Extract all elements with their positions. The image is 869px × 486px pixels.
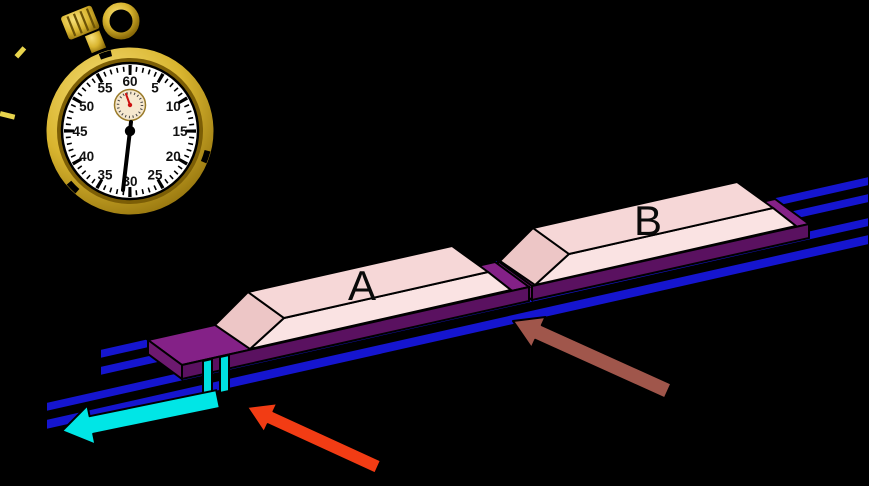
junction-pointer-arrow [512,316,673,400]
stopwatch-subdial [113,88,147,122]
crown-ridge [66,16,77,37]
dial-number: 15 [172,124,188,139]
block-b-top-face [530,180,776,256]
dial-number: 25 [147,167,163,182]
dial-number: 50 [79,99,94,114]
block-a: A [213,244,514,351]
loop-ring-inner-edge [110,10,132,32]
timing-flags [202,353,230,399]
dial-number: 10 [166,99,181,114]
dial-number: 60 [122,74,137,89]
dial-number: 40 [79,149,94,164]
cart-a-pointer-arrow [246,402,382,475]
dial-number: 55 [97,81,113,96]
subdial-ticks [116,91,144,119]
cart-a-side-face [147,338,183,381]
stopwatch-hand-hub [124,125,136,137]
crown-ridge [85,8,96,29]
major-ticks [64,65,196,197]
bezel-ring [57,58,203,204]
crown-ridge [79,10,90,32]
subdial-hub [127,102,133,108]
glint-left [0,111,16,120]
glint-top [14,46,27,59]
velocity-arrow [61,389,221,446]
block-b-label: B [634,197,662,244]
timing-flag-2 [219,353,230,395]
stopwatch: 60 5 10 15 20 25 30 35 40 45 50 55 [0,1,217,218]
dial-numbers: 60 5 10 15 20 25 30 35 40 45 50 55 [72,74,188,189]
dial-number: 5 [151,81,159,96]
dial-number: 45 [72,124,88,139]
stopwatch-loop-ring [101,1,141,41]
crown-ridge [72,13,83,34]
crown-knob [59,3,102,42]
rail-front-near-tube [45,232,869,432]
dial-number: 20 [166,149,181,164]
loop-ring-body [102,2,140,40]
block-b: B [498,180,799,287]
block-a-label: A [348,262,376,309]
loop-ring-outer-edge [101,1,141,41]
stopwatch-crown [59,3,109,56]
dial-number: 35 [97,167,113,182]
block-a-top-face [245,244,491,320]
